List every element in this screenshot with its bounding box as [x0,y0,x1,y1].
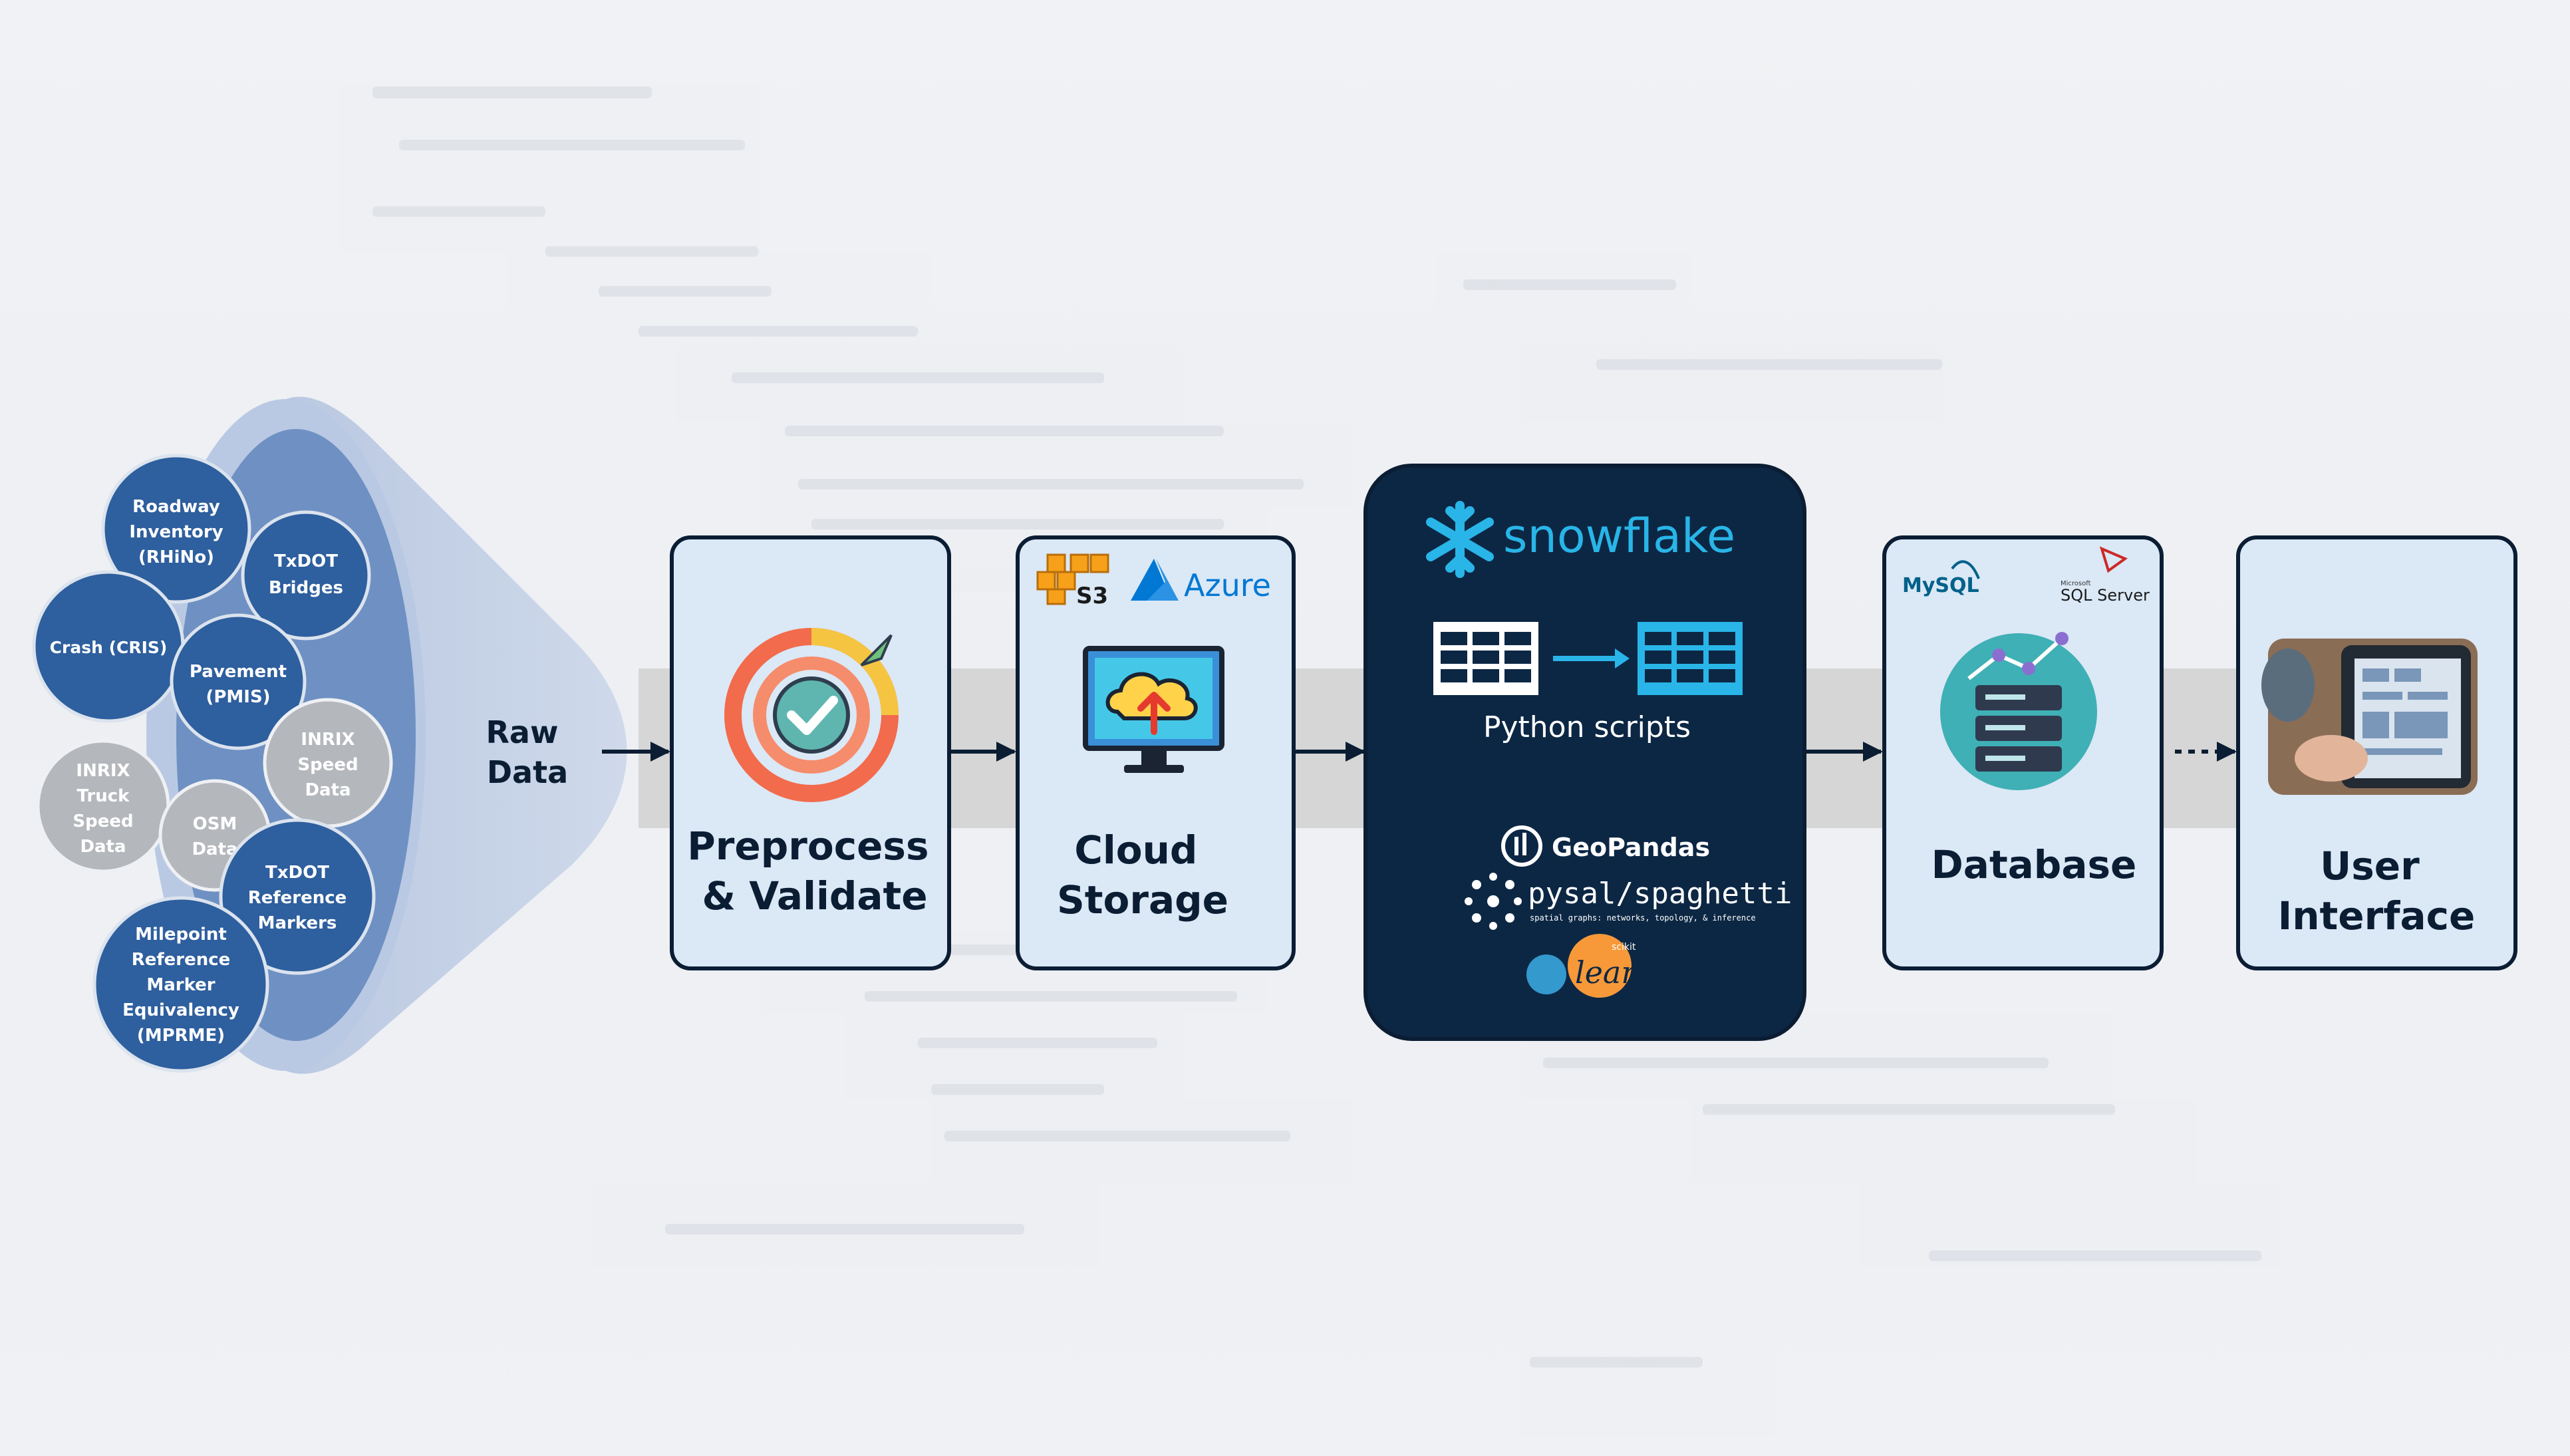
stage-preprocess: Preprocess & Validate [670,535,951,970]
raw-data-label: Raw Data [486,714,569,790]
stage-snowflake: snowflake Python scripts [1363,464,1806,1041]
snowflake-logo-icon [1426,501,1494,578]
snowflake-brand: snowflake [1503,509,1735,563]
source-pmis: Pavement(PMIS) [170,613,307,750]
svg-text:GeoPandas: GeoPandas [1552,833,1710,862]
azure-logo: Azure [1131,559,1271,603]
svg-text:Azure: Azure [1184,567,1271,603]
svg-text:MySQL: MySQL [1902,574,1979,597]
svg-text:Cloud Storage: Cloud Storage [1057,827,1228,923]
geopandas-logo: GeoPandas [1501,825,1710,867]
svg-text:S3: S3 [1076,583,1108,609]
svg-text:Crash (CRIS): Crash (CRIS) [50,638,168,657]
transform-arrow [1553,649,1630,668]
stage-user-interface: User Interface [2236,535,2517,970]
table-icon-source [1433,622,1538,695]
source-cris: Crash (CRIS) [32,570,185,723]
svg-text:Microsoft: Microsoft [2061,580,2091,587]
mysql-logo: MySQL [1902,560,1980,597]
svg-text:scikit: scikit [1612,942,1636,952]
svg-text:spatial graphs: networks, topo: spatial graphs: networks, topology, & in… [1530,913,1756,923]
svg-text:Pavement(PMIS): Pavement(PMIS) [190,662,287,707]
scikit-learn-logo: scikit learn [1526,934,1655,998]
python-scripts-label: Python scripts [1483,710,1691,744]
s3-logo: S3 [1036,553,1109,609]
cloud-upload-monitor-icon [1083,646,1224,773]
svg-text:User Interface: User Interface [2278,843,2476,939]
stage-cloud-storage: S3 Azure Cloud Storage [1016,535,1296,970]
svg-text:Database: Database [1931,842,2137,887]
stage-database: MySQL Microsoft SQL Server Database [1882,535,2164,970]
svg-text:SQL Server: SQL Server [2061,586,2150,605]
target-check-icon [724,628,899,802]
tablet-photo [2261,639,2478,795]
svg-text:learn: learn [1575,954,1655,990]
table-icon-target [1638,622,1743,695]
pysal-logo: pysal/spaghetti spatial graphs: networks… [1465,873,1792,930]
svg-text:Preprocess & Validate: Preprocess & Validate [687,823,942,919]
sql-server-logo: Microsoft SQL Server [2061,546,2150,605]
svg-text:pysal/spaghetti: pysal/spaghetti [1528,877,1792,911]
database-server-icon [1940,632,2097,790]
